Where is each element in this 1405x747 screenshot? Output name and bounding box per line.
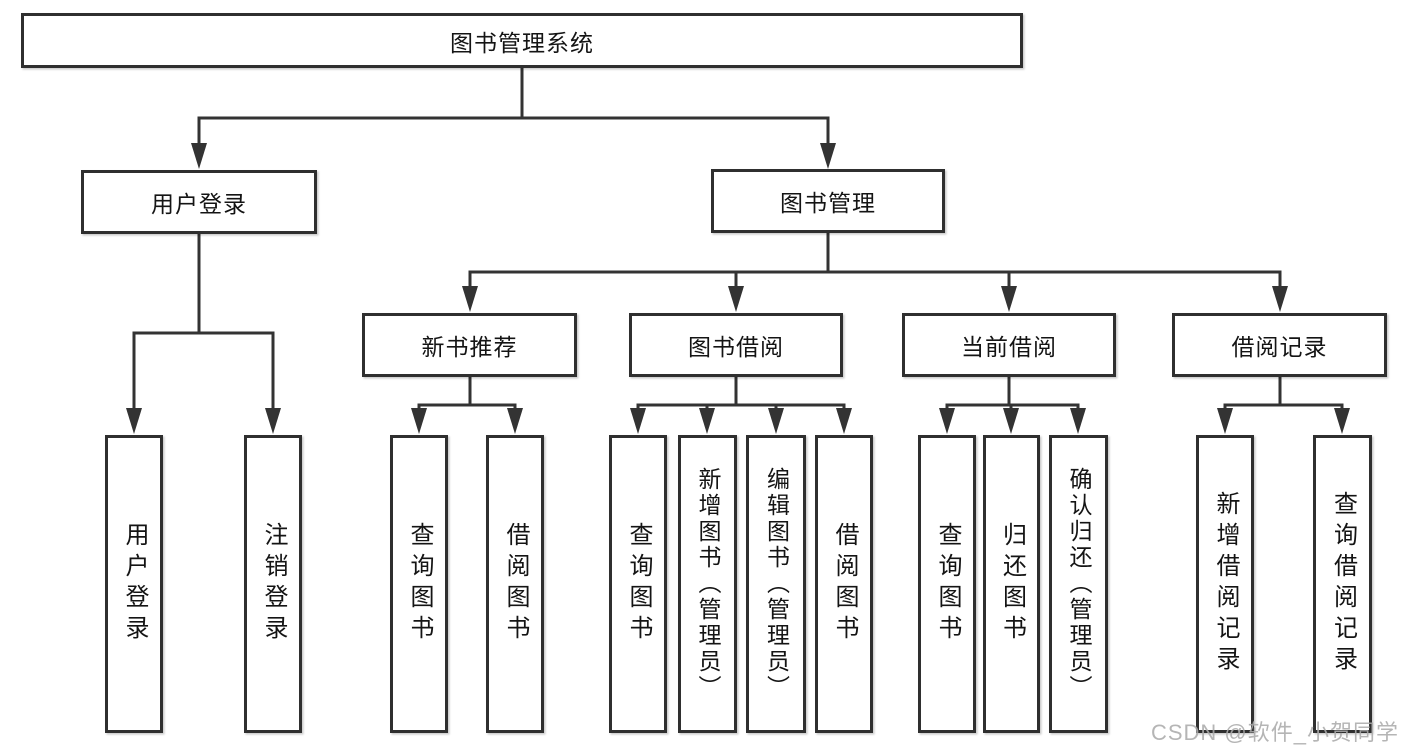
leaf-borrow-books: 借阅图书 [815, 435, 873, 733]
leaf-add-book-admin: 新增图书（管理员） [678, 435, 737, 733]
leaf-user-login: 用户登录 [105, 435, 163, 733]
node-root-system: 图书管理系统 [21, 13, 1023, 68]
leaf-return-books: 归还图书 [983, 435, 1040, 733]
leaf-query-books-recommend: 查询图书 [390, 435, 448, 733]
leaf-logout: 注销登录 [244, 435, 302, 733]
node-user-login: 用户登录 [81, 170, 317, 234]
leaf-query-books-current: 查询图书 [918, 435, 976, 733]
node-book-management: 图书管理 [711, 169, 945, 233]
leaf-query-books-borrow: 查询图书 [609, 435, 667, 733]
node-borrow-record: 借阅记录 [1172, 313, 1387, 377]
node-current-borrow: 当前借阅 [902, 313, 1116, 377]
leaf-edit-book-admin: 编辑图书（管理员） [746, 435, 806, 733]
leaf-borrow-books-recommend: 借阅图书 [486, 435, 544, 733]
node-book-borrow: 图书借阅 [629, 313, 843, 377]
leaf-add-borrow-record: 新增借阅记录 [1196, 435, 1254, 733]
leaf-query-borrow-record: 查询借阅记录 [1313, 435, 1372, 733]
csdn-watermark: CSDN @软件_小贺同学 [1150, 720, 1399, 745]
leaf-confirm-return-admin: 确认归还（管理员） [1049, 435, 1108, 733]
node-new-book-recommend: 新书推荐 [362, 313, 577, 377]
